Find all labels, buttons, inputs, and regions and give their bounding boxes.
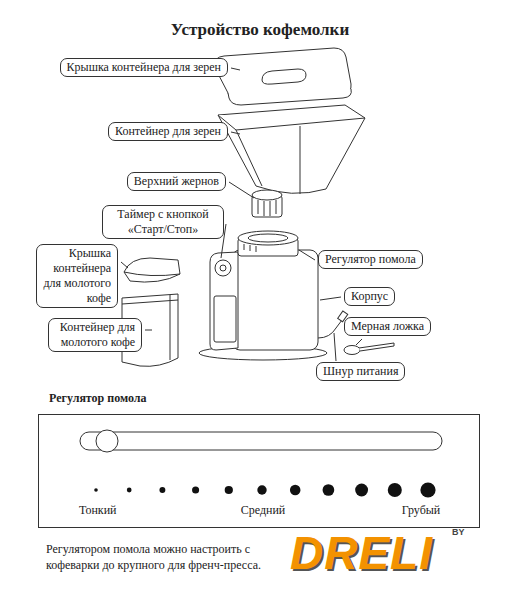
scale-label: Тонкий — [79, 503, 117, 518]
grinder-body-part — [232, 250, 318, 350]
callout-box: Контейнер для молотого кофе — [48, 318, 142, 352]
grinder-body-part — [244, 244, 256, 252]
callout-box: Крышка контейнера для зерен — [60, 58, 228, 77]
leader-lines-part — [229, 182, 254, 198]
grind-dot — [225, 486, 233, 494]
grind-slider — [80, 430, 442, 452]
callout-box: Корпус — [344, 287, 395, 306]
grind-dot — [355, 484, 368, 497]
grinder-body — [199, 231, 327, 360]
grinder-body-part — [215, 260, 231, 276]
ground-lid — [124, 258, 180, 282]
power-cord-part — [318, 320, 342, 338]
callout-label: Регулятор помола — [325, 252, 416, 267]
grinder-body-part — [220, 265, 226, 271]
measuring-spoon — [344, 343, 394, 355]
callout-box: Шнур питания — [316, 362, 405, 381]
caption-text: Регулятором помола можно настроить с коф… — [46, 541, 296, 573]
bean-container-part — [236, 130, 262, 186]
leader-lines-part — [231, 132, 240, 134]
callout-label: Крышка контейнера для молотого кофе — [43, 246, 111, 306]
grind-slider-part — [80, 432, 442, 450]
scale-label: Грубый — [402, 503, 440, 518]
scale-label: Средний — [241, 503, 286, 518]
upper-burr-part — [258, 200, 276, 216]
measuring-spoon-part — [344, 346, 360, 355]
callout-label: Корпус — [351, 289, 388, 304]
upper-burr-part — [252, 190, 282, 200]
callout-box: Таймер с кнопкой «Старт/Стоп» — [102, 205, 224, 239]
bean-container — [218, 105, 365, 194]
callout-label: Контейнер для молотого кофе — [55, 320, 135, 350]
grind-dot — [192, 486, 199, 493]
callout-box: Регулятор помола — [318, 250, 423, 269]
callout-box: Крышка контейнера для молотого кофе — [36, 244, 118, 308]
callout-box: Мерная ложка — [344, 317, 431, 336]
grinder-body-part — [210, 252, 238, 350]
callout-label: Таймер с кнопкой «Старт/Стоп» — [109, 207, 217, 237]
bean-container-part — [218, 115, 365, 130]
callout-label: Верхний жернов — [134, 174, 219, 189]
bean-lid-part — [228, 89, 351, 105]
ground-lid-part — [124, 258, 180, 282]
grinder-body-part — [214, 296, 236, 342]
grind-dot — [257, 485, 266, 494]
leader-lines-part — [356, 339, 362, 345]
ground-lid-part — [124, 272, 180, 276]
callout-box: Контейнер для зерен — [108, 122, 228, 141]
grind-dot — [323, 484, 335, 496]
callout-box: Верхний жернов — [127, 172, 226, 191]
panel-heading: Регулятор помола — [49, 391, 147, 406]
callout-label: Мерная ложка — [351, 319, 424, 334]
bean-lid-part — [262, 69, 306, 84]
bean-container-part — [300, 126, 301, 194]
upper-burr — [252, 190, 282, 217]
diagram-title: Устройство кофемолки — [0, 20, 520, 40]
brand-watermark: DRELI — [290, 526, 433, 580]
brand-suffix: BY — [452, 527, 465, 537]
grinder-body-part — [238, 231, 298, 245]
grind-dot — [290, 485, 301, 496]
measuring-spoon-part — [359, 343, 394, 351]
ground-container-part — [170, 295, 171, 360]
grind-slider-part — [96, 430, 118, 452]
leader-lines-part — [145, 330, 152, 331]
bean-lid — [214, 48, 351, 105]
grind-dot — [388, 483, 402, 497]
callout-label: Шнур питания — [323, 364, 398, 379]
leader-lines-part — [121, 262, 128, 268]
grind-size-dots — [94, 482, 435, 497]
grind-dot — [94, 488, 98, 492]
leader-lines-part — [334, 333, 336, 361]
grind-dot — [420, 482, 435, 497]
grind-dot — [159, 487, 165, 493]
grinder-body-part — [248, 234, 288, 242]
callout-label: Крышка контейнера для зерен — [67, 60, 221, 75]
grind-scale-panel: Регулятор помолаТонкийСреднийГрубый — [38, 414, 480, 528]
leader-lines-part — [299, 250, 315, 260]
leader-lines-part — [231, 68, 240, 70]
leader-lines-part — [320, 297, 341, 300]
grind-dot — [127, 488, 132, 493]
callout-label: Контейнер для зерен — [115, 124, 221, 139]
bean-container-part — [218, 105, 365, 193]
